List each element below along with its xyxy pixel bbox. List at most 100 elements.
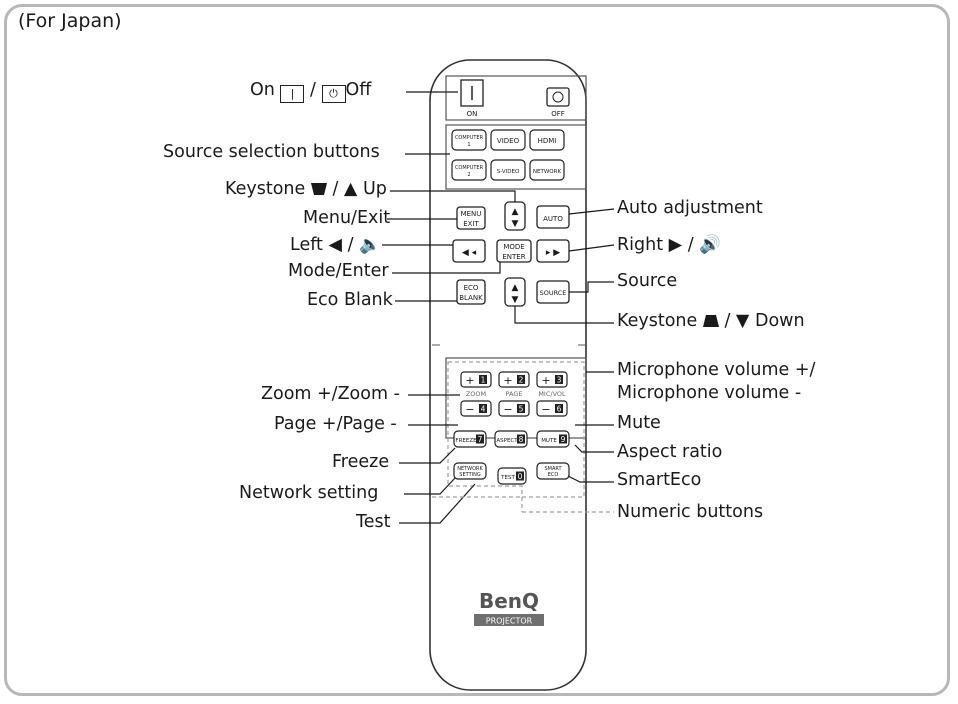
keystone-down-trapezoid-icon: ▲ (512, 283, 519, 293)
label-network-setting: Network setting (239, 483, 379, 503)
svg-text:ECO: ECO (548, 472, 559, 478)
svg-text:2: 2 (519, 376, 524, 385)
svg-text:COMPUTER: COMPUTER (455, 165, 484, 171)
menu-label: MENU (461, 210, 482, 218)
label-mic-volume-1: Microphone volume +/ (617, 360, 816, 380)
svg-text:ASPECT: ASPECT (496, 438, 518, 444)
source-btn-video[interactable]: VIDEO (490, 129, 526, 151)
svg-text:−: − (541, 403, 550, 416)
num-button-5[interactable]: −5 (498, 400, 530, 417)
svg-text:S-VIDEO: S-VIDEO (497, 169, 520, 175)
left-arrow-icon: ◀ ◂ (462, 248, 477, 258)
source-label: SOURCE (540, 289, 567, 297)
svg-text:1: 1 (481, 376, 486, 385)
label-mic-volume-2: Microphone volume - (617, 383, 802, 403)
svg-text:VIDEO: VIDEO (497, 137, 520, 145)
source-btn-hdmi[interactable]: HDMI (529, 129, 565, 151)
label-source: Source (617, 271, 678, 291)
svg-text:−: − (465, 403, 474, 416)
svg-text:7: 7 (478, 435, 483, 444)
label-aspect-ratio: Aspect ratio (617, 442, 723, 462)
power-on-icon: | (280, 85, 305, 103)
label-source-selection: Source selection buttons (163, 142, 380, 162)
label-test: Test (356, 512, 391, 532)
svg-text:MUTE: MUTE (541, 438, 557, 444)
left-button (452, 239, 486, 263)
source-btn-network[interactable]: NETWORK (529, 159, 565, 181)
projector-label: PROJECTOR (486, 617, 533, 626)
brand-logo: BenQ (479, 589, 539, 613)
group-label: ZOOM (466, 390, 486, 398)
group-label: MIC/VOL (538, 390, 566, 398)
figure-frame (4, 4, 950, 696)
blank-label: BLANK (459, 294, 483, 302)
svg-text:COMPUTER: COMPUTER (455, 135, 484, 141)
label-freeze: Freeze (332, 452, 390, 472)
power-off-button (546, 87, 570, 107)
svg-text:+: + (465, 374, 474, 387)
keystone-trapezoid-icon (310, 183, 327, 195)
num-button-2[interactable]: +2 (498, 371, 530, 388)
num-button-6[interactable]: −6 (536, 400, 568, 417)
svg-text:6: 6 (557, 405, 562, 414)
menu-exit-button (456, 206, 486, 230)
svg-text:0: 0 (518, 472, 523, 481)
label-auto-adjustment: Auto adjustment (617, 198, 763, 218)
mode-label: MODE (503, 243, 524, 251)
on-label: ON (467, 110, 478, 118)
svg-text:3: 3 (557, 376, 562, 385)
keystone-up-arrow-icon: ▲ (512, 207, 519, 217)
label-mute: Mute (617, 413, 661, 433)
keystone-down-arrow-icon: ▼ (512, 295, 519, 305)
svg-text:5: 5 (519, 405, 524, 414)
svg-text:NETWORK: NETWORK (457, 466, 483, 472)
label-mode-enter: Mode/Enter (288, 261, 389, 281)
svg-text:4: 4 (481, 405, 486, 414)
label-keystone-down: Keystone / ▼ Down (617, 311, 805, 331)
keystone-trapezoid-icon (702, 315, 719, 327)
num-button-3[interactable]: +3 (536, 371, 568, 388)
label-menu-exit: Menu/Exit (303, 208, 391, 228)
svg-text:FREEZE: FREEZE (455, 438, 477, 444)
source-btn-s-video[interactable]: S-VIDEO (490, 159, 526, 181)
label-eco-blank: Eco Blank (307, 290, 393, 310)
svg-text:TEST: TEST (500, 475, 515, 481)
label-left: Left ◀ / 🔈 (290, 235, 381, 255)
projector-badge (474, 614, 544, 626)
auto-label: AUTO (543, 215, 563, 223)
label-smarteco: SmartEco (617, 470, 702, 490)
svg-text:+: + (541, 374, 550, 387)
svg-text:8: 8 (519, 435, 524, 444)
svg-text:NETWORK: NETWORK (533, 169, 562, 175)
eco-label: ECO (464, 284, 479, 292)
group-label: PAGE (506, 390, 523, 398)
label-keystone-up: Keystone / ▲ Up (225, 179, 387, 199)
num-button-1[interactable]: +1 (460, 371, 492, 388)
svg-text:−: − (503, 403, 512, 416)
source-panel (445, 124, 587, 190)
num-button-4[interactable]: −4 (460, 400, 492, 417)
svg-text:HDMI: HDMI (538, 137, 557, 145)
label-right: Right ▶ / 🔊 (617, 235, 721, 255)
power-off-icon: ⏻ (321, 85, 346, 103)
keystone-up-trapezoid-icon: ▼ (512, 219, 519, 229)
svg-text:2: 2 (467, 172, 470, 178)
mode-enter-button (496, 239, 532, 263)
region-note: (For Japan) (18, 10, 122, 32)
svg-text:1: 1 (467, 142, 470, 148)
auto-button (536, 205, 570, 229)
svg-text:+: + (503, 374, 512, 387)
enter-label: ENTER (502, 253, 525, 261)
svg-text:SMART: SMART (544, 466, 562, 472)
